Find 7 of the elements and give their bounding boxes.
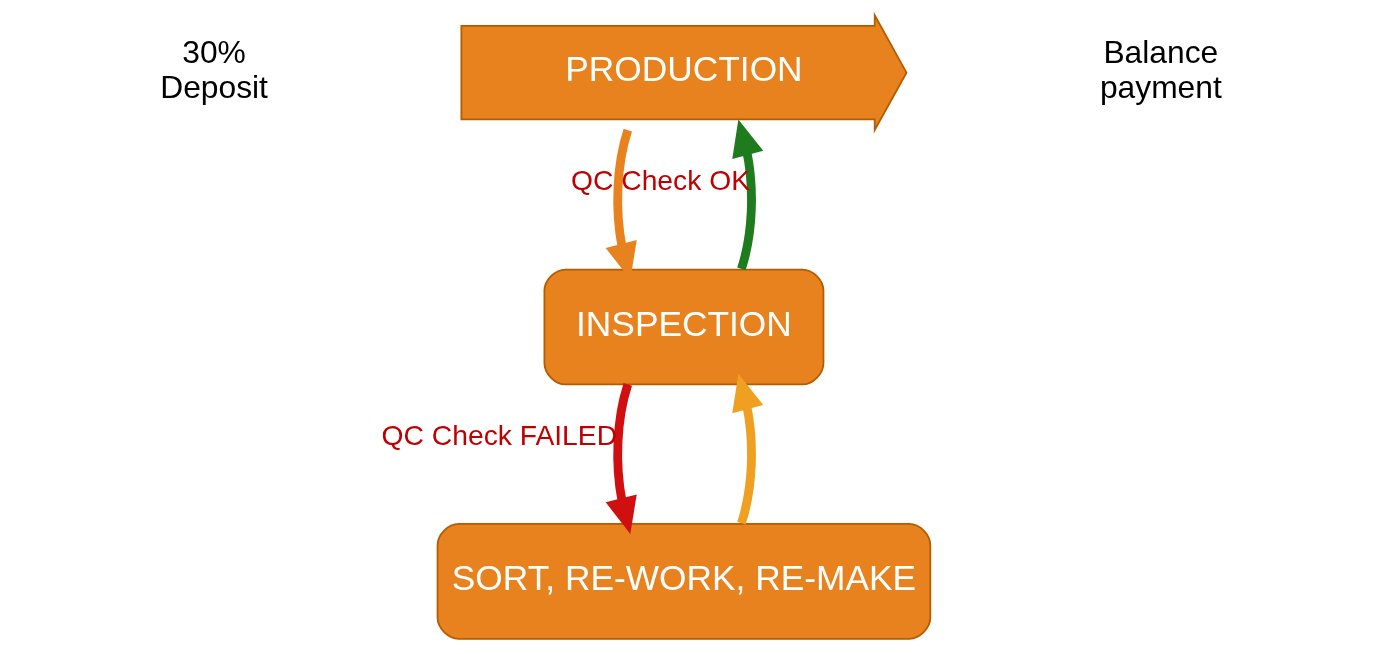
arrow bbox=[605, 383, 637, 534]
label: 30% Deposit bbox=[159, 33, 268, 106]
node-box: SORT, RE-WORK, RE-MAKE bbox=[436, 523, 931, 640]
arrow bbox=[731, 119, 763, 271]
arrow bbox=[731, 373, 763, 525]
node-box: INSPECTION bbox=[543, 268, 824, 386]
label: Balance payment bbox=[1099, 33, 1222, 106]
